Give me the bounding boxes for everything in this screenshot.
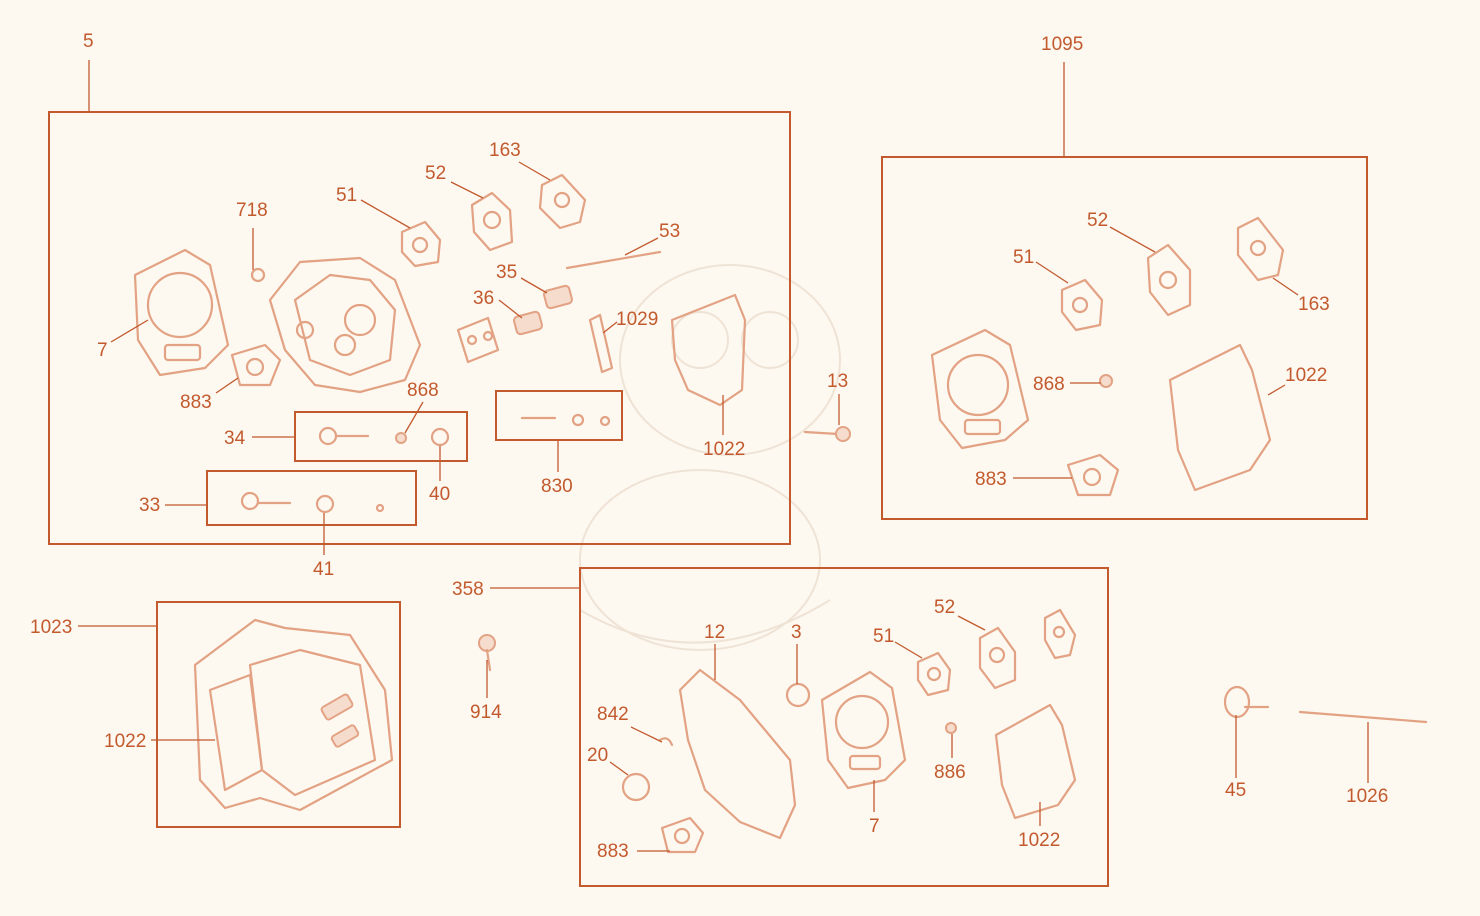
label-718: 718 (236, 200, 268, 221)
label-36: 36 (473, 288, 494, 309)
label-7-b: 7 (869, 816, 880, 837)
label-52-b: 52 (1087, 210, 1108, 231)
subgroup-frame-830 (495, 390, 623, 441)
spring-seat-41 (315, 494, 335, 514)
pin-718 (250, 267, 266, 283)
label-1026: 1026 (1346, 786, 1388, 807)
group-frame-358 (579, 567, 1109, 887)
head-gasket-7-c (820, 670, 907, 790)
bearing-45 (1223, 685, 1270, 719)
gasket-51-b (1060, 278, 1104, 332)
label-914: 914 (470, 702, 502, 723)
rocker-arm-1029 (588, 313, 614, 374)
gasket-883-b (1066, 453, 1120, 497)
gasket-163-b (1236, 216, 1285, 282)
valve-cover-1023 (193, 618, 394, 812)
insulator-52-a (470, 191, 514, 252)
cover-gasket-1022-b (1168, 343, 1272, 492)
retainer-868-a (395, 432, 407, 444)
valve-34 (318, 426, 370, 446)
label-1023: 1023 (30, 617, 72, 638)
dowel-886 (945, 722, 957, 734)
gasket-883-a (230, 343, 282, 387)
crankcase-gasket-12 (678, 668, 797, 840)
group-frame-5 (48, 111, 791, 545)
keeper-small (375, 503, 385, 513)
bolt-13 (803, 426, 851, 442)
gasket-51-a (400, 220, 442, 268)
label-7: 7 (97, 340, 108, 361)
cylinder-head (268, 256, 422, 394)
label-1095: 1095 (1041, 34, 1083, 55)
label-41: 41 (313, 559, 334, 580)
gasket-163-c (1043, 608, 1077, 660)
label-883: 883 (180, 392, 212, 413)
label-868-b: 868 (1033, 374, 1065, 395)
label-1022-c: 1022 (104, 731, 146, 752)
label-53: 53 (659, 221, 680, 242)
label-1022-d: 1022 (1018, 830, 1060, 851)
oil-seal-3 (785, 682, 811, 708)
label-20: 20 (587, 745, 608, 766)
subgroup-frame-33 (206, 470, 417, 526)
leader-lines (78, 60, 1369, 852)
label-45: 45 (1225, 780, 1246, 801)
label-35: 35 (496, 262, 517, 283)
rod-1026 (1298, 710, 1428, 724)
cover-gasket-1022-a (670, 293, 747, 407)
label-13: 13 (827, 371, 848, 392)
label-163: 163 (489, 140, 521, 161)
label-1022-b: 1022 (1285, 365, 1327, 386)
group-frame-1095 (881, 156, 1368, 520)
label-1029: 1029 (616, 309, 658, 330)
label-1022: 1022 (703, 439, 745, 460)
label-883-c: 883 (597, 841, 629, 862)
label-358: 358 (452, 579, 484, 600)
valve-plate (456, 316, 500, 364)
head-gasket-7-b (930, 328, 1030, 450)
stud-53 (565, 250, 662, 270)
label-52: 52 (425, 163, 446, 184)
label-51-b: 51 (1013, 247, 1034, 268)
label-34: 34 (224, 428, 246, 449)
callout-labels: 5 1095 163 52 51 718 53 35 36 1029 7 883… (30, 31, 1388, 862)
oil-seal-20 (621, 772, 651, 802)
bolt-914 (478, 634, 496, 672)
gasket-883-c (660, 816, 705, 854)
label-12: 12 (704, 622, 725, 643)
label-163-b: 163 (1298, 294, 1330, 315)
label-868: 868 (407, 380, 439, 401)
valve-33 (240, 491, 292, 511)
spring-35 (543, 284, 573, 310)
label-3: 3 (791, 622, 802, 643)
insulator-52-b (1146, 243, 1192, 317)
label-51-c: 51 (873, 626, 894, 647)
seal-40 (430, 427, 450, 447)
insulator-52-c (978, 626, 1017, 690)
label-883-b: 883 (975, 469, 1007, 490)
gasket-51-c (916, 651, 952, 697)
label-52-c: 52 (934, 597, 955, 618)
label-842: 842 (597, 704, 629, 725)
gasket-163-a (538, 173, 587, 230)
retainer-868-b (1099, 374, 1113, 388)
label-33: 33 (139, 495, 160, 516)
label-886: 886 (934, 762, 966, 783)
watermark-figure (579, 264, 841, 651)
pin-842 (658, 737, 674, 747)
label-5: 5 (83, 31, 94, 52)
label-40: 40 (429, 484, 450, 505)
cover-gasket-1022-c (994, 703, 1077, 820)
group-frame-1023 (156, 601, 401, 828)
head-gasket-7 (133, 248, 230, 377)
label-51: 51 (336, 185, 357, 206)
label-830: 830 (541, 476, 573, 497)
adjuster-set-830 (520, 413, 611, 427)
